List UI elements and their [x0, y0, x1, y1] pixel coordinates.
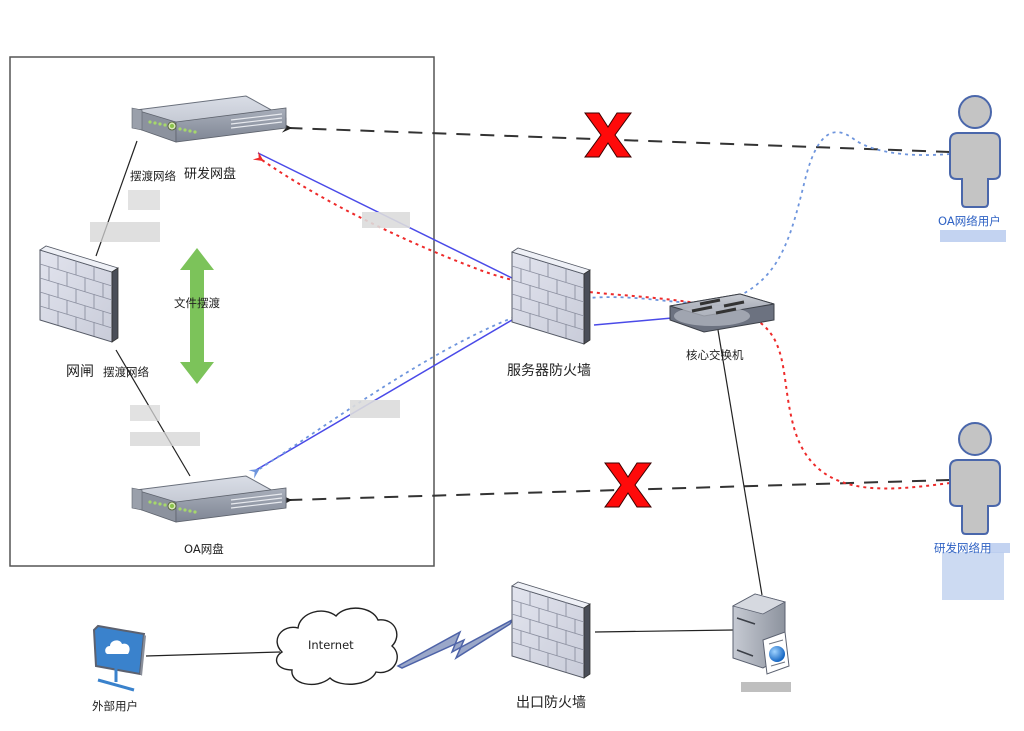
blurred-label — [130, 405, 160, 421]
rd-disk-server-icon[interactable] — [131, 95, 287, 143]
rd-user-icon[interactable] — [949, 422, 1001, 535]
blurred-label — [942, 552, 1004, 600]
blurred-label — [350, 400, 400, 418]
blurred-label — [990, 543, 1010, 553]
link-user-internet — [145, 651, 281, 657]
oa-disk-server-icon[interactable] — [131, 475, 287, 523]
blurred-label — [90, 222, 160, 242]
blurred-label — [741, 682, 791, 692]
internet-cloud-icon[interactable] — [275, 607, 398, 686]
link-egress-server — [594, 629, 734, 633]
oa-disk-label: OA网盘 — [184, 542, 224, 556]
gateway-firewall-icon[interactable] — [39, 245, 119, 343]
rd-disk-label: 研发网盘 — [184, 167, 237, 182]
blurred-label — [940, 230, 1006, 242]
red-access-path — [252, 151, 951, 490]
blurred-label — [362, 212, 410, 228]
external-user-monitor-icon[interactable] — [92, 624, 146, 692]
file-transfer-arrow-icon — [180, 248, 214, 384]
server-firewall-label: 服务器防火墙 — [507, 363, 591, 379]
ferry-network-label-bottom: 摆渡网络 — [103, 365, 149, 379]
file-transfer-label: 文件摆渡 — [174, 296, 220, 310]
server-tower-icon[interactable] — [731, 593, 790, 675]
egress-firewall-label: 出口防火墙 — [516, 695, 586, 711]
blurred-label — [130, 432, 200, 446]
link-oa-disk-firewall — [255, 319, 513, 471]
ferry-network-label-top: 摆渡网络 — [130, 169, 176, 183]
blocked-x-icon — [584, 112, 632, 158]
wan-link-icon — [396, 618, 514, 669]
core-switch-icon[interactable] — [669, 293, 775, 333]
gateway-label: 网闸 — [66, 364, 94, 380]
oa-user-icon[interactable] — [949, 95, 1001, 208]
link-firewall-switch — [593, 317, 673, 326]
internet-label: Internet — [308, 638, 354, 652]
rd-user-label: 研发网络用 — [934, 541, 992, 555]
oa-user-label: OA网络用户 — [938, 214, 1001, 228]
server-firewall-icon[interactable] — [511, 247, 591, 345]
core-switch-label: 核心交换机 — [686, 348, 744, 362]
blue-access-path — [248, 131, 951, 479]
blocked-x-icon — [604, 462, 652, 508]
egress-firewall-icon[interactable] — [511, 581, 591, 679]
link-switch-server — [717, 329, 763, 596]
isolation-zone-box — [9, 56, 435, 567]
external-user-label: 外部用户 — [92, 699, 138, 713]
blurred-label — [128, 190, 160, 210]
